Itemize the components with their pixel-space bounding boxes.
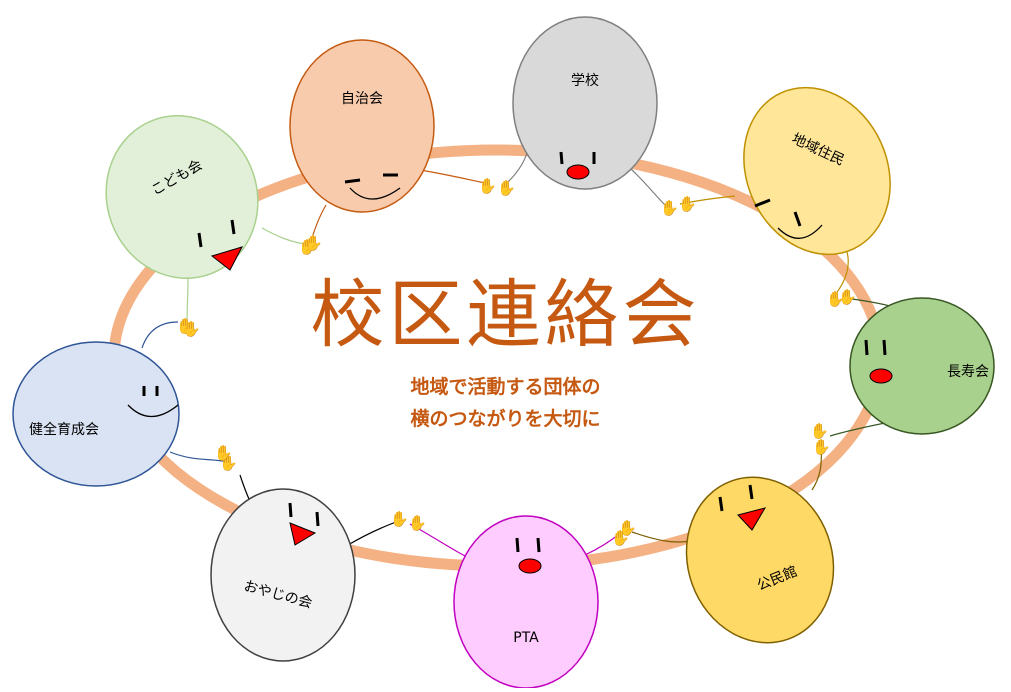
hand-icon: ✋ (812, 438, 831, 456)
balloon-body (453, 515, 599, 689)
hand-icon: ✋ (838, 288, 857, 306)
hand-icon: ✋ (497, 179, 516, 197)
subtitle-line-2: 横のつながりを大切に (410, 408, 601, 430)
balloon-body (105, 115, 259, 279)
face (864, 339, 893, 384)
hand-icon: ✋ (478, 177, 497, 195)
diagram-title: 校区連絡会 (310, 272, 701, 358)
arms-gakko-chiiki (629, 167, 736, 206)
org-pta: PTA (453, 515, 599, 689)
org-kenzen-ikuseikai: 健全育成会 (12, 341, 180, 487)
org-gakko: 学校 (512, 16, 658, 190)
hand-icon: ✋ (219, 454, 238, 472)
face (127, 386, 179, 418)
org-label: 自治会 (341, 91, 383, 107)
face (718, 484, 767, 531)
org-label: PTA (513, 630, 539, 646)
hand-icon: ✋ (298, 238, 317, 256)
balloon-body (849, 297, 995, 435)
hand-icon: ✋ (826, 290, 845, 308)
balloon-body (289, 39, 435, 213)
org-kominkan: 公民館 (685, 476, 835, 644)
balloon-body (685, 476, 835, 644)
org-label: 長寿会 (947, 363, 989, 380)
balloon-body (12, 341, 180, 487)
org-jichikai: 自治会 (289, 39, 435, 213)
face (197, 219, 243, 271)
arms-kenzen-kodomo (141, 277, 189, 349)
arms-pta-oyaji (347, 521, 466, 557)
face (288, 502, 320, 546)
subtitle-line-1: 地域で活動する団体の (410, 376, 601, 398)
face (344, 173, 401, 200)
hand-icon: ✋ (176, 317, 195, 335)
org-oyaji-no-kai: おやじの会 (210, 488, 356, 662)
hand-icon: ✋ (618, 519, 637, 537)
hand-icon: ✋ (390, 510, 409, 528)
hand-icon: ✋ (408, 514, 427, 532)
hand-icon: ✋ (214, 444, 233, 462)
face (559, 151, 596, 180)
org-label: 健全育成会 (29, 421, 99, 438)
arms-kodomo-jichikai (261, 204, 327, 245)
org-chojukai: 長寿会 (849, 297, 995, 435)
hands: ✋ ✋ ✋ ✋ ✋ ✋ ✋ ✋ ✋ ✋ ✋ ✋ ✋ ✋ ✋ ✋ ✋ ✋ (176, 177, 857, 547)
org-kodomo-kai: こども会 (105, 115, 259, 279)
hand-icon: ✋ (304, 234, 323, 252)
hand-icon: ✋ (660, 199, 679, 217)
balloon-body (743, 86, 891, 256)
hand-icon: ✋ (611, 529, 630, 547)
balloon-body (512, 16, 658, 190)
hand-icon: ✋ (810, 422, 829, 440)
hand-icon: ✋ (678, 195, 697, 213)
face (754, 198, 823, 239)
face (515, 537, 542, 574)
balloon-body (210, 488, 356, 662)
org-label: 学校 (571, 72, 599, 89)
org-chiiki-jumin: 地域住民 (743, 86, 891, 256)
hand-icon: ✋ (182, 320, 201, 338)
